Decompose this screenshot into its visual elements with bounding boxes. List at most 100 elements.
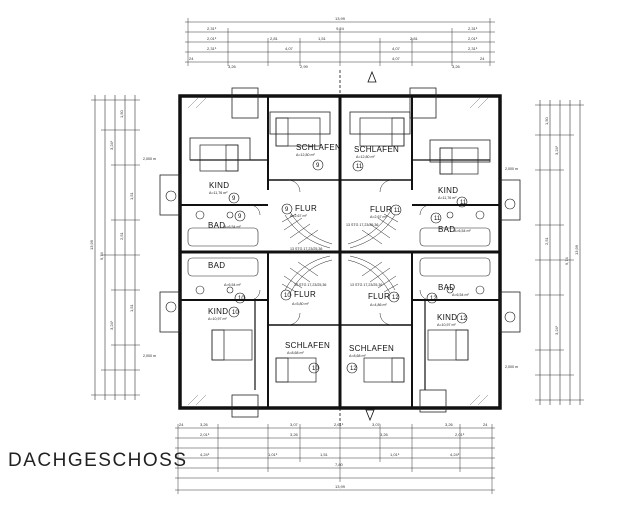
room-name-schlafen-12: SCHLAFEN [349,344,394,353]
dim-right-3: 2,51 [544,236,549,245]
room-num-flur-11: 11 [394,208,401,214]
level-left-top: 2,000 m [143,157,156,161]
dim-top-17: 3,26 [452,64,461,69]
room-name-schlafen-10: SCHLAFEN [285,341,330,350]
room-num-schlafen-11: 11 [356,164,363,170]
room-num-bad-11: 11 [434,216,441,222]
room-area-flur-11: A=2,67 m² [370,215,387,219]
room-name-flur-10: FLUR [294,290,316,299]
stair-note-1: 13 STG 17,23/25,36 [290,247,322,251]
top-dimension-texts: 13,99 2,31⁵ 9,24 2,31⁵ 2,01⁵ 2,81 1,51 2… [189,16,485,69]
dim-bot-2: 3,07 [290,422,299,427]
dim-bot-4: 3,07 [372,422,381,427]
room-name-bad-11: BAD [438,225,455,234]
dim-bot-0: 24 [179,422,184,427]
dim-bot-17: 13,99 [335,484,346,489]
dim-left-2: 1,51 [129,191,134,200]
room-num-bad-12: 12 [430,296,437,302]
dim-bot-7: 2,01⁵ [200,432,210,437]
dim-bot-14: 1,01⁵ [390,452,400,457]
dim-top-2: 9,24 [336,26,345,31]
left-dimension-texts: 13,99 9,74 3,24⁵ 3,24⁵ 1,50 2,51 1,51 1,… [89,109,134,330]
room-area-flur-10: A=5,80 m² [292,302,309,306]
dim-top-12: 2,31⁵ [468,46,478,51]
level-right-bottom: 2,000 m [505,365,518,369]
room-area-schlafen-10: A=8,68 m² [287,351,304,355]
room-num-bad-10: 10 [238,296,245,302]
room-num-flur-9: 9 [285,207,289,213]
dim-bot-5: 3,26 [445,422,454,427]
room-num-kind-12: 12 [460,316,467,322]
top-dimension-chains [185,18,495,66]
right-dimension-chains [535,100,584,405]
dim-bot-8: 3,26 [290,432,299,437]
dim-right-1b: 3,24⁵ [554,325,559,335]
room-name-kind-10: KIND [208,307,228,316]
room-num-flur-10: 10 [284,293,291,299]
room-name-kind-12: KIND [437,313,457,322]
room-name-bad-12: BAD [438,283,455,292]
room-name-schlafen-11: SCHLAFEN [354,145,399,154]
room-area-kind-9: A=11,76 m² [209,191,228,195]
dim-left-2b: 1,51 [129,303,134,312]
dim-left-1: 3,24⁵ [109,140,114,150]
dim-left-3: 2,51 [119,231,124,240]
dim-bot-9: 3,26 [380,432,389,437]
room-name-flur-12: FLUR [368,292,390,301]
room-area-kind-11: A=11,76 m² [438,196,457,200]
room-area-bad-9: A=6,54 m² [224,225,241,229]
furniture-beds [199,117,479,383]
bottom-dimension-texts: 24 3,26 3,07 2,61⁵ 3,07 3,26 24 2,01⁵ 3,… [179,422,488,489]
room-num-flur-12: 12 [392,295,399,301]
dim-left-total: 13,99 [89,239,94,250]
level-markers: 2,000 m 2,000 m 2,000 m 2,000 m [143,157,518,369]
room-name-kind-11: KIND [438,186,458,195]
dim-top-6: 1,51 [318,36,327,41]
dim-top-8: 2,01⁵ [468,36,478,41]
room-area-flur-12: A=4,86 m² [370,303,387,307]
dim-bot-16: 7,80 [335,462,344,467]
dim-top-18: 24 [480,56,485,61]
room-num-kind-10: 10 [232,310,239,316]
drawing-title: DACHGESCHOSS [8,450,188,471]
staircases [281,211,399,294]
room-num-schlafen-9: 9 [316,163,320,169]
dim-top-1: 2,31⁵ [207,26,217,31]
room-area-schlafen-9: A=12,80 m² [296,153,315,157]
room-area-bad-11: A=6,54 m² [454,229,471,233]
dim-top-4: 2,01⁵ [207,36,217,41]
dim-top-3: 2,31⁵ [468,26,478,31]
bottom-dimension-chains [175,424,495,494]
room-name-bad-10: BAD [208,261,225,270]
dim-top-7: 2,81 [410,36,419,41]
room-area-kind-12: A=10,97 m² [437,323,456,327]
stair-notes: 13 STG 17,23/25,36 13 STG 17,23/25,36 13… [290,223,382,287]
level-right-top: 2,000 m [505,167,518,171]
dim-bot-6: 24 [483,422,488,427]
dim-top-15: 2,99 [300,64,309,69]
dim-top-9: 2,31⁵ [207,46,217,51]
dim-right-0: 1,50 [544,116,549,125]
room-area-flur-9: A=2,67 m² [290,214,307,218]
sanitary-fixtures [187,210,491,295]
room-area-schlafen-11: A=12,80 m² [356,155,375,159]
level-left-bottom: 2,000 m [143,354,156,358]
wall-hatching [187,97,489,406]
left-dimension-chains [91,95,140,400]
room-num-kind-11: 11 [460,200,467,206]
room-name-bad-9: BAD [208,221,225,230]
dim-left-1b: 3,24⁵ [109,320,114,330]
dim-right-1: 3,24⁵ [554,145,559,155]
room-name-kind-9: KIND [209,181,229,190]
stair-note-2: 13 STG 17,23/25,36 [346,223,378,227]
stair-note-4: 13 STG 17,23/25,36 [350,283,382,287]
dim-bot-15: 4,24⁵ [450,452,460,457]
dim-top-13: 24 [189,56,194,61]
dim-top-16: 4,07 [392,56,401,61]
dim-left-4: 9,74 [99,251,104,260]
door-swings [249,179,431,326]
room-area-bad-10: A=6,54 m² [224,283,241,287]
stair-note-3: 13 STG 17,23/25,36 [294,283,326,287]
room-num-schlafen-10: 10 [312,366,319,372]
